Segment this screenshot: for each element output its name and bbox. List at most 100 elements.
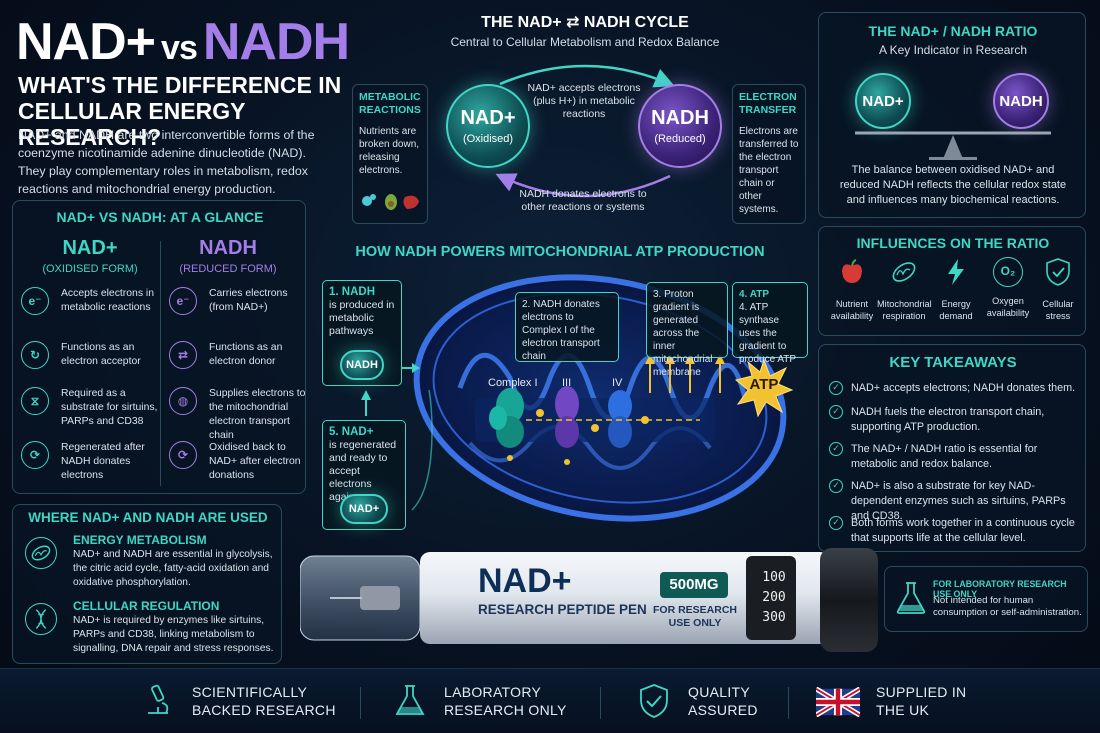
footer-line: LABORATORY bbox=[444, 684, 542, 700]
energy-metabolism-text: NAD+ and NADH are essential in glycolysi… bbox=[73, 549, 273, 588]
glance-nadh-row: e⁻ Carries electrons (from NAD+) bbox=[169, 285, 309, 333]
step-4-box: 4. ATP 4. ATP synthase uses the gradient… bbox=[732, 282, 808, 365]
ratio-nad-orb: NAD+ bbox=[855, 73, 911, 129]
check-icon: ✓ bbox=[829, 381, 843, 395]
cycle-arrows-icon: ↻ bbox=[21, 341, 49, 369]
influence-label: Mitochondrial respiration bbox=[877, 299, 932, 321]
influences-title: INFLUENCES ON THE RATIO bbox=[856, 235, 1050, 251]
mitochondria-icon bbox=[25, 537, 57, 569]
glance-nadh-text: Functions as an electron donor bbox=[209, 342, 283, 367]
dial-value: 200 bbox=[762, 590, 786, 605]
title-nadh: NADH bbox=[202, 13, 350, 71]
glance-nad-text: Required as a substrate for sirtuins, PA… bbox=[61, 388, 158, 427]
influence-label: Cellular stress bbox=[1042, 299, 1074, 321]
metabolic-reactions-box: METABOLIC REACTIONS Nutrients are broken… bbox=[352, 84, 428, 224]
metabolic-reactions-heading: METABOLIC REACTIONS bbox=[359, 91, 421, 116]
check-icon: ✓ bbox=[829, 442, 843, 456]
electron-icon: e⁻ bbox=[21, 287, 49, 315]
takeaways-panel: KEY TAKEAWAYS ✓ NAD+ accepts electrons; … bbox=[818, 344, 1086, 552]
glance-divider bbox=[160, 241, 161, 486]
regenerate-icon: ⟳ bbox=[21, 441, 49, 469]
glance-nadh-heading: NADH bbox=[199, 237, 257, 259]
influences-panel: INFLUENCES ON THE RATIO Nutrient availab… bbox=[818, 226, 1086, 336]
complex-i bbox=[489, 388, 524, 448]
glance-nadh-row: ◍ Supplies electrons to the mitochondria… bbox=[169, 385, 309, 441]
dial-value: 300 bbox=[762, 610, 786, 625]
where-used-title: WHERE NAD+ AND NADH ARE USED bbox=[28, 510, 268, 525]
glance-nadh-row: ⇄ Functions as an electron donor bbox=[169, 339, 309, 387]
takeaway-text: NAD+ accepts electrons; NADH donates the… bbox=[851, 382, 1076, 394]
footer-line: SCIENTIFICALLY bbox=[192, 684, 308, 700]
regenerate-icon: ⟳ bbox=[169, 441, 197, 469]
check-icon: ✓ bbox=[829, 405, 843, 419]
dial-value: 100 bbox=[762, 570, 786, 585]
glance-nad-text: Functions as an electron acceptor bbox=[61, 342, 141, 367]
step-2-box: 2. NADH donates electrons to Complex I o… bbox=[515, 292, 619, 362]
influence-label: Energy demand bbox=[939, 299, 973, 321]
page-subtitle: WHAT'S THE DIFFERENCE IN CELLULAR ENERGY… bbox=[18, 72, 342, 150]
complex-i-label: Complex I bbox=[488, 377, 538, 389]
dna-icon: ⧖ bbox=[21, 387, 49, 415]
takeaway-text: NADH fuels the electron transport chain,… bbox=[851, 406, 1045, 433]
nad-orb: NAD+ (Oxidised) bbox=[446, 84, 530, 168]
ratio-title: THE NAD+ / NADH RATIO bbox=[868, 23, 1038, 39]
title-nad: NAD+ bbox=[16, 13, 156, 71]
shield-check-icon bbox=[1046, 258, 1070, 286]
cycle-title: THE NAD+ ⇄ NADH CYCLE bbox=[481, 14, 689, 31]
lab-notice-text: Not intended for human consumption or se… bbox=[933, 595, 1082, 618]
check-icon: ✓ bbox=[829, 516, 843, 530]
intro-paragraph: NAD+ and NADH are two interconvertible f… bbox=[18, 128, 315, 196]
influence-stress: Cellular stress bbox=[1031, 257, 1085, 322]
influence-oxygen: O₂ Oxygen availability bbox=[981, 257, 1035, 319]
footer-line: RESEARCH ONLY bbox=[444, 702, 567, 718]
glance-nad-text: Accepts electrons in metabolic reactions bbox=[61, 288, 154, 313]
takeaways-title: KEY TAKEAWAYS bbox=[889, 354, 1017, 371]
check-icon: ✓ bbox=[829, 479, 843, 493]
glance-nad-row: ⟳ Regenerated after NADH donates electro… bbox=[21, 439, 161, 487]
footer-divider bbox=[360, 687, 361, 719]
step-5-text: is regenerated and ready to accept elect… bbox=[329, 439, 397, 503]
footer-line: BACKED RESEARCH bbox=[192, 702, 336, 718]
lab-notice-title: FOR LABORATORY RESEARCH USE ONLY bbox=[933, 579, 1067, 599]
shield-check-icon bbox=[640, 684, 668, 718]
glance-nadh-text: Supplies electrons to the mitochondrial … bbox=[209, 388, 306, 441]
electron-transfer-text: Electrons are transferred to the electro… bbox=[739, 126, 799, 215]
step-1-text: is produced in metabolic pathways bbox=[329, 299, 395, 337]
step-5-heading: 5. NAD+ bbox=[329, 426, 374, 438]
flask-icon bbox=[896, 582, 926, 614]
footer-divider bbox=[788, 687, 789, 719]
cycle-arrows bbox=[495, 64, 675, 198]
electron-transfer-box: ELECTRON TRANSFER Electrons are transfer… bbox=[732, 84, 806, 224]
atp-burst-icon bbox=[734, 358, 794, 418]
glance-nadh-text: Carries electrons (from NAD+) bbox=[209, 288, 288, 313]
step-5-box: 5. NAD+ is regenerated and ready to acce… bbox=[322, 420, 406, 530]
influence-respiration: Mitochondrial respiration bbox=[877, 257, 932, 322]
donor-icon: ⇄ bbox=[169, 341, 197, 369]
cellular-regulation-heading: CELLULAR REGULATION bbox=[73, 599, 220, 613]
title-vs: vs bbox=[161, 29, 198, 67]
footer-line: SUPPLIED IN bbox=[876, 684, 967, 700]
nadh-orb-state: (Reduced) bbox=[654, 133, 706, 145]
nadh-bubble: NADH bbox=[340, 350, 384, 380]
nad-orb-state: (Oxidised) bbox=[462, 133, 514, 145]
atp-section-title: HOW NADH POWERS MITOCHONDRIAL ATP PRODUC… bbox=[355, 244, 765, 260]
atp-burst-label: ATP bbox=[749, 376, 779, 393]
influence-label: Oxygen availability bbox=[986, 296, 1030, 318]
pen-dial: 100 200 300 bbox=[752, 568, 796, 628]
pen-product: RESEARCH PEPTIDE PEN bbox=[478, 602, 647, 617]
complex-iv-label: IV bbox=[612, 377, 623, 389]
nadh-orb-label: NADH bbox=[651, 107, 709, 129]
glance-nad-row: e⁻ Accepts electrons in metabolic reacti… bbox=[21, 285, 161, 333]
lab-notice-panel: FOR LABORATORY RESEARCH USE ONLY Not int… bbox=[884, 566, 1088, 632]
flask-icon bbox=[395, 685, 425, 715]
footer-divider bbox=[600, 687, 601, 719]
where-used-panel: WHERE NAD+ AND NADH ARE USED ENERGY META… bbox=[12, 504, 282, 664]
footer-line: QUALITY bbox=[688, 684, 751, 700]
pen-dose-badge: 500MG bbox=[660, 572, 728, 598]
takeaway-text: NAD+ is also a substrate for key NAD-dep… bbox=[851, 480, 1066, 522]
pen-note: FOR RESEARCH USE ONLY bbox=[652, 604, 737, 629]
metabolic-reactions-text: Nutrients are broken down, releasing ele… bbox=[359, 126, 420, 176]
cycle-bottom-note: NADH donates electrons to other reaction… bbox=[519, 188, 647, 213]
electron-transfer-heading: ELECTRON TRANSFER bbox=[739, 91, 797, 116]
glance-panel: NAD+ VS NADH: AT A GLANCE NAD+ (OXIDISED… bbox=[12, 200, 306, 494]
